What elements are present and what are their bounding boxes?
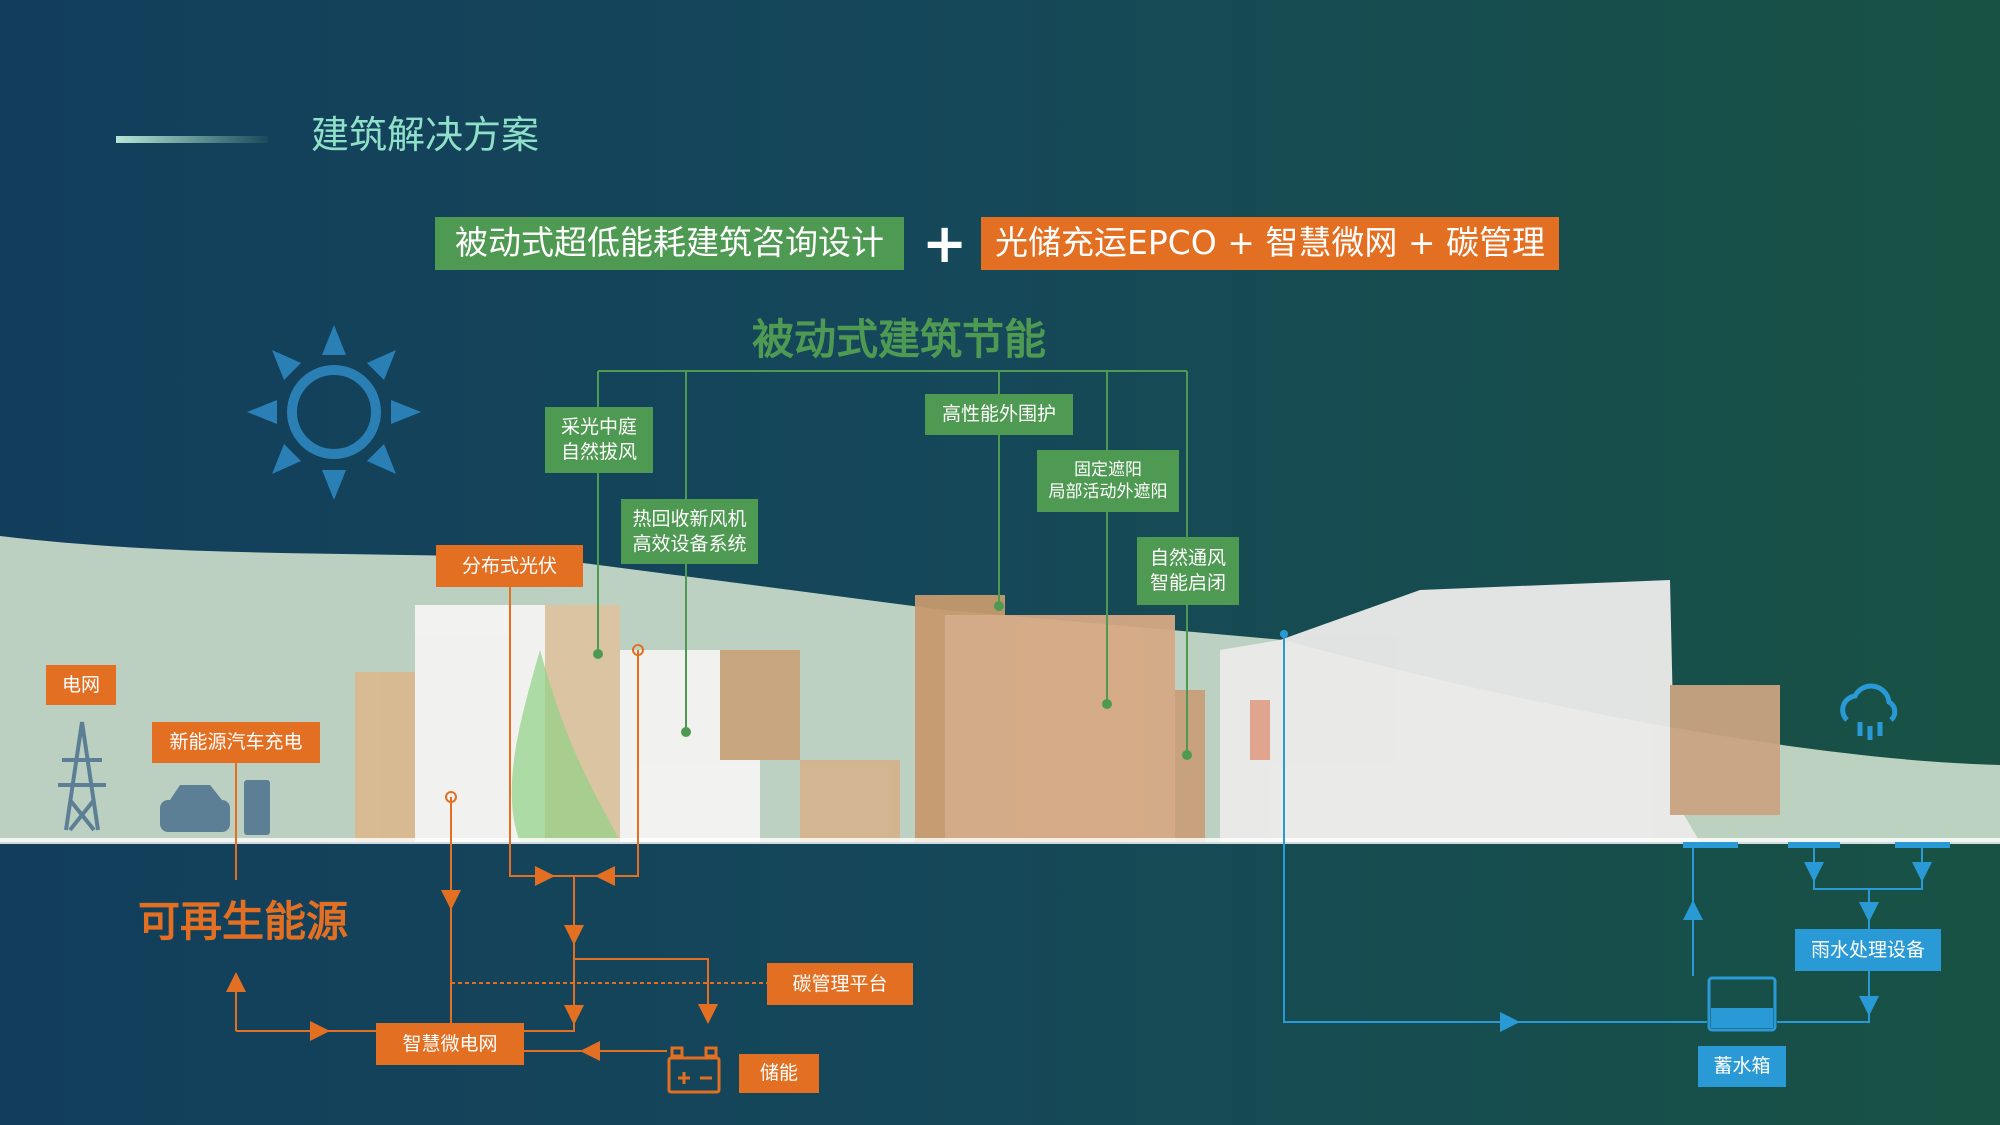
label-line: 智能启闭 — [1149, 572, 1226, 594]
sun-icon — [247, 325, 421, 500]
label-grid: 电网 — [46, 665, 116, 705]
page-title: 建筑解决方案 — [311, 113, 540, 157]
power-pylon-icon — [58, 721, 106, 832]
plus-sign: + — [922, 212, 968, 275]
label-smart-microgrid: 智慧微电网 — [376, 1023, 524, 1065]
rain-cloud-icon — [1840, 683, 1898, 740]
charger-icon — [244, 780, 270, 835]
title-decoration — [116, 136, 268, 143]
label-carbon-platform: 碳管理平台 — [767, 963, 913, 1005]
banner-passive-design: 被动式超低能耗建筑咨询设计 — [435, 217, 904, 270]
label-distributed-pv: 分布式光伏 — [436, 545, 583, 587]
label-line: 热回收新风机 — [632, 507, 747, 530]
label-natural-ventilation: 自然通风智能启闭 — [1137, 537, 1239, 605]
label-line: 自然通风 — [1149, 547, 1226, 570]
label-atrium: 采光中庭自然拔风 — [545, 407, 653, 473]
label-envelope: 高性能外围护 — [925, 394, 1073, 435]
label-line: 采光中庭 — [560, 416, 637, 439]
label-line: 局部活动外遮阳 — [1048, 482, 1168, 502]
buildings — [355, 580, 1780, 842]
label-line: 自然拔风 — [560, 441, 637, 463]
label-water-tank: 蓄水箱 — [1698, 1046, 1786, 1087]
label-shading: 固定遮阳局部活动外遮阳 — [1037, 450, 1179, 512]
label-line: 固定遮阳 — [1074, 459, 1142, 480]
label-rainwater-treatment: 雨水处理设备 — [1795, 929, 1941, 971]
banner-epco: 光储充运EPCO + 智慧微网 + 碳管理 — [981, 217, 1559, 270]
renewable-energy-title: 可再生能源 — [138, 897, 349, 946]
battery-icon — [667, 1046, 721, 1094]
passive-energy-title: 被动式建筑节能 — [752, 315, 1047, 364]
label-energy-storage: 储能 — [739, 1054, 819, 1093]
ground-line — [0, 838, 2000, 844]
label-ev-charging: 新能源汽车充电 — [152, 722, 320, 763]
label-line: 高效设备系统 — [632, 532, 747, 555]
water-tank-icon — [1707, 976, 1777, 1032]
electric-car-icon — [160, 785, 230, 832]
label-heat-recovery: 热回收新风机高效设备系统 — [621, 499, 758, 564]
